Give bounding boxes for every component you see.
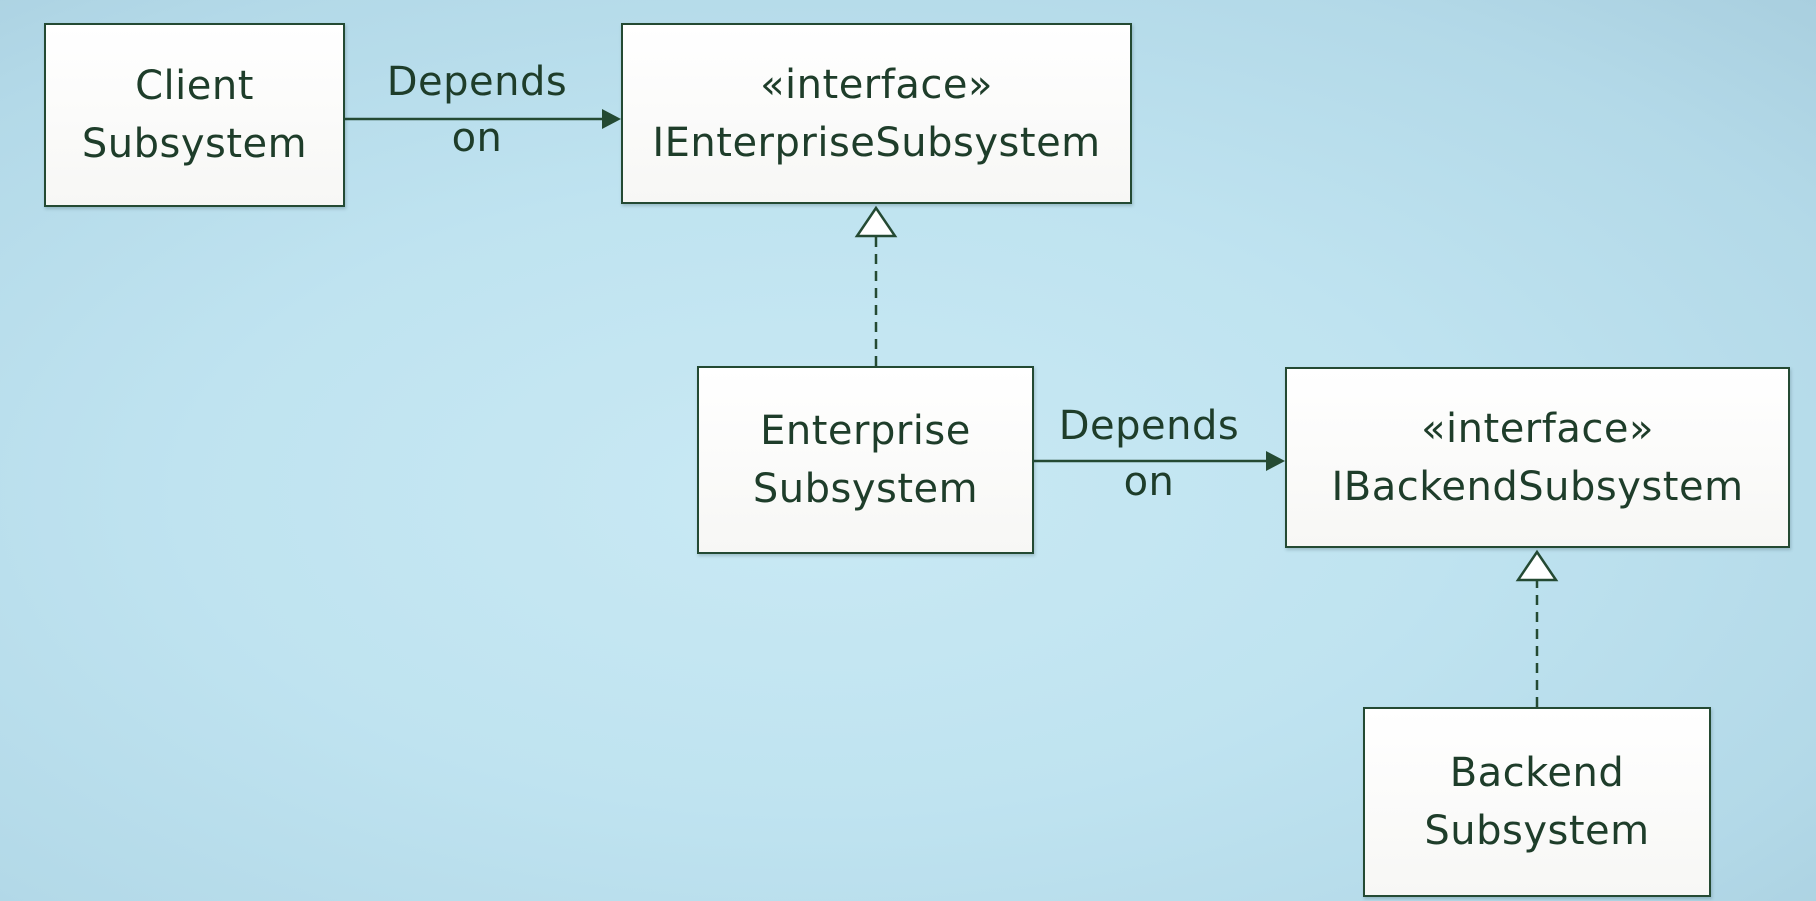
backend-subsystem-line2: Subsystem bbox=[1424, 808, 1650, 854]
ienterprise-name: IEnterpriseSubsystem bbox=[652, 119, 1101, 166]
dependency-label-client: Depends on bbox=[372, 54, 582, 166]
ienterprise-stereotype: «interface» bbox=[760, 61, 993, 108]
dependency-arrow-enterprise-to-ibackend bbox=[1034, 451, 1285, 471]
dependency-arrow-client-to-ienterprise bbox=[345, 109, 621, 129]
client-subsystem-line1: Client bbox=[135, 63, 254, 109]
enterprise-subsystem-line1: Enterprise bbox=[760, 408, 971, 454]
backend-subsystem-box: Backend Subsystem bbox=[1363, 707, 1711, 897]
dependency-label-client-line2: on bbox=[451, 115, 503, 161]
client-subsystem-line2: Subsystem bbox=[81, 121, 308, 167]
dependency-label-enterprise: Depends on bbox=[1044, 398, 1254, 510]
ibackend-subsystem-interface-box: «interface» IBackendSubsystem bbox=[1285, 367, 1790, 548]
client-subsystem-box: Client Subsystem bbox=[44, 23, 345, 207]
ienterprise-subsystem-interface-box: «interface» IEnterpriseSubsystem bbox=[621, 23, 1132, 204]
ibackend-name: IBackendSubsystem bbox=[1331, 463, 1744, 510]
dependency-label-client-line1: Depends bbox=[386, 59, 568, 105]
dependency-label-enterprise-line1: Depends bbox=[1058, 403, 1240, 449]
enterprise-subsystem-box: Enterprise Subsystem bbox=[697, 366, 1034, 554]
realization-arrow-enterprise-to-ienterprise bbox=[854, 205, 898, 366]
backend-subsystem-line1: Backend bbox=[1449, 750, 1625, 796]
enterprise-subsystem-line2: Subsystem bbox=[752, 466, 979, 512]
dependency-label-enterprise-line2: on bbox=[1123, 459, 1175, 505]
realization-arrow-backend-to-ibackend bbox=[1515, 549, 1559, 707]
ibackend-stereotype: «interface» bbox=[1421, 405, 1654, 452]
